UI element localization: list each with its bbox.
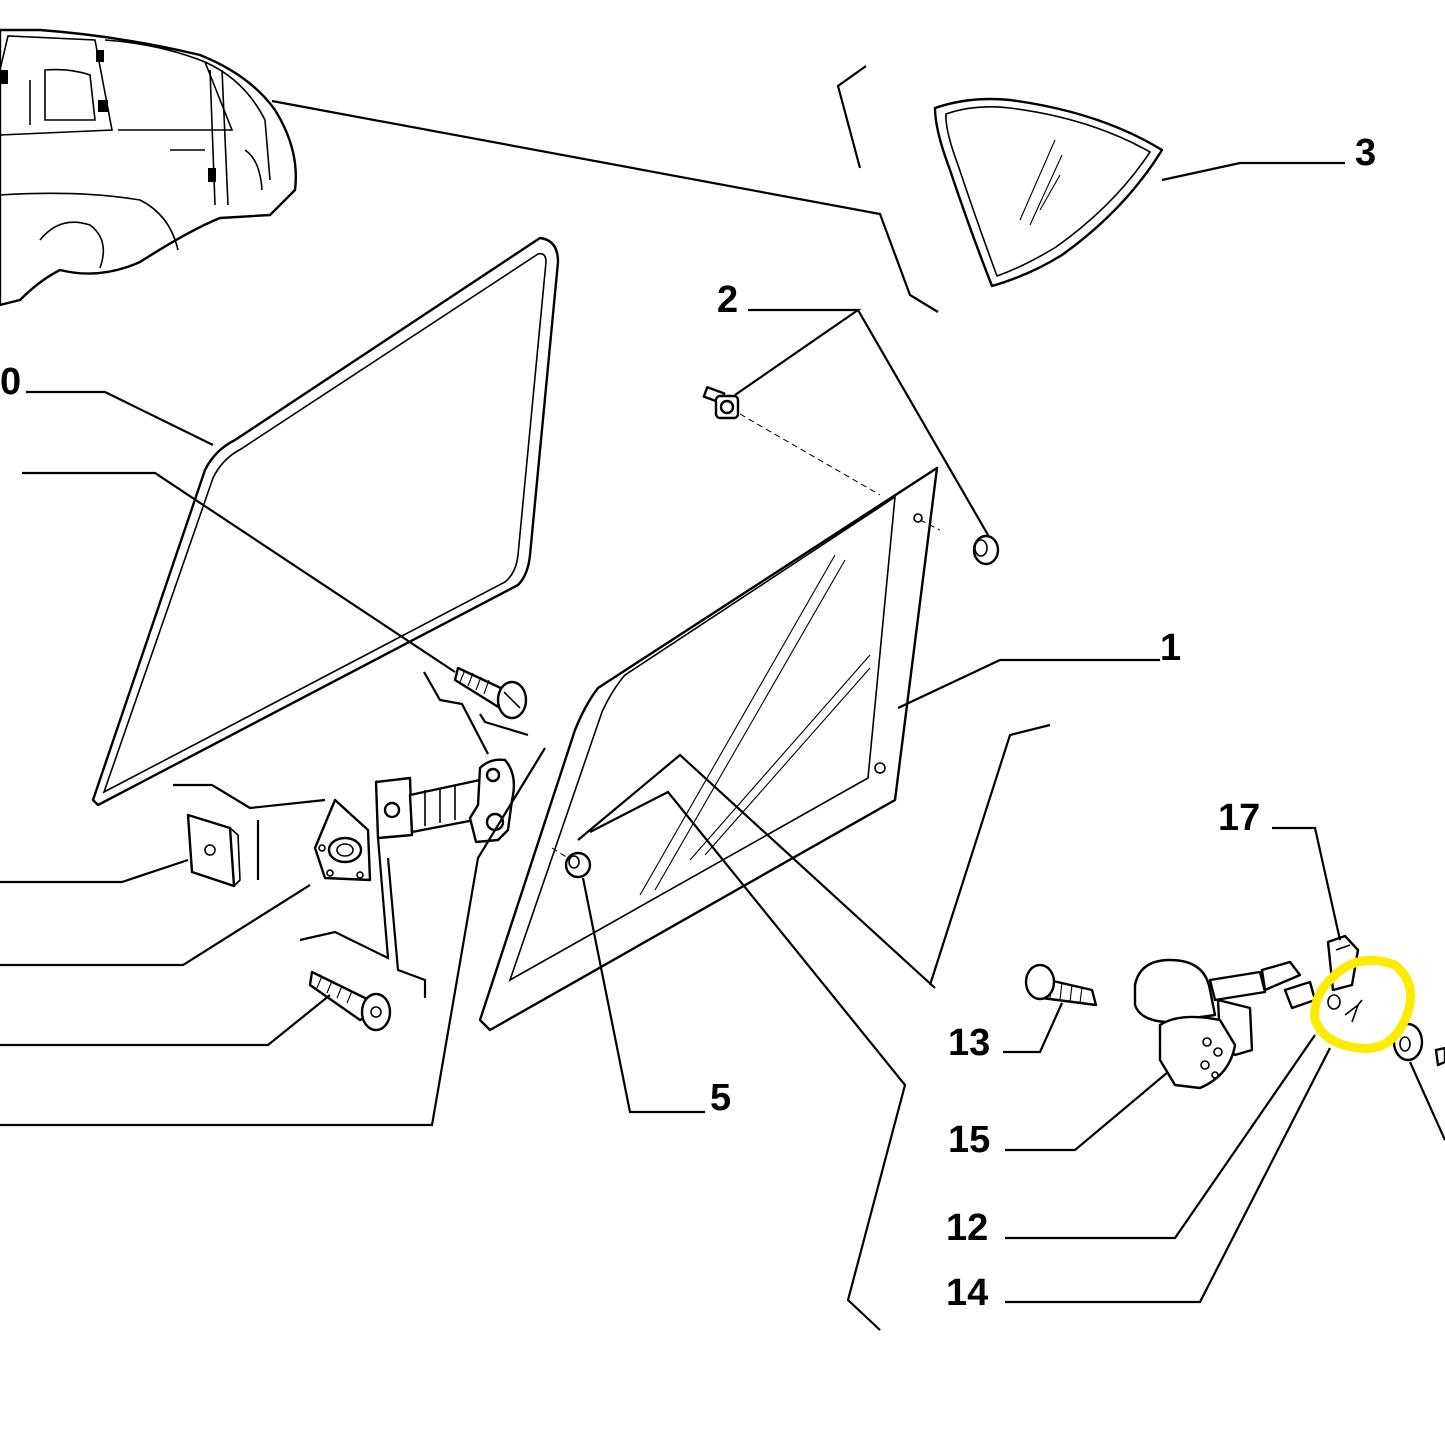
side-window-glass-part-1 [478, 466, 939, 1032]
self-tapping-screw [308, 970, 392, 1032]
hinge-screw [453, 666, 528, 720]
leader-line-14 [1005, 1047, 1331, 1304]
leader-line-0 [26, 390, 214, 446]
leader-line-17 [1272, 826, 1342, 941]
callout-0: 0 [0, 361, 21, 403]
callout-13: 13 [948, 1022, 990, 1064]
callout-12: 12 [946, 1207, 988, 1249]
lock-body-part-15 [1133, 958, 1302, 1090]
leader-line-1 [897, 658, 1160, 709]
bolt-part-13 [1024, 963, 1098, 1007]
highlight-marker [1310, 955, 1416, 1053]
callout-5: 5 [710, 1077, 731, 1119]
leader-line-5 [581, 877, 705, 1114]
leader-line-2 [734, 308, 862, 396]
clip-nut [186, 813, 241, 888]
callout-3: 3 [1355, 132, 1376, 174]
leader-line-13 [1003, 1002, 1064, 1054]
callout-14: 14 [946, 1272, 988, 1314]
leader-line-3 [1161, 161, 1345, 182]
leader-line-15 [1005, 1071, 1169, 1152]
cap-part-2 [972, 534, 1000, 566]
quarter-glass-part-3 [933, 97, 1164, 288]
callout-15: 15 [948, 1119, 990, 1161]
hinge-bracket [374, 758, 516, 844]
nut [1434, 1046, 1445, 1067]
car-body-illustration [0, 28, 297, 307]
stud-part-2 [702, 386, 740, 420]
spring-clip-part-12 [1327, 994, 1363, 1023]
leader-line-12 [1005, 1034, 1316, 1240]
callout-1: 1 [1160, 627, 1181, 669]
callout-2: 2 [717, 279, 738, 321]
cap-part-5 [564, 851, 592, 879]
seal-frame-part-0 [91, 236, 560, 807]
hinge-base-plate [313, 798, 372, 882]
callout-17: 17 [1218, 797, 1260, 839]
